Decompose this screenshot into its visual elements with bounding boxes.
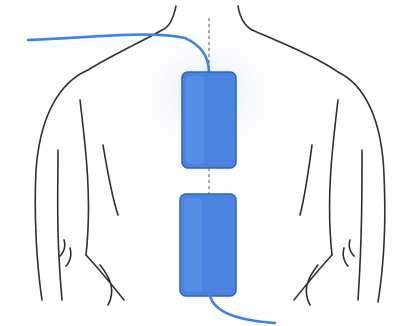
upper-electrode-pad [182, 72, 236, 168]
left-flank-line [86, 255, 124, 300]
right-flank-line [294, 255, 332, 300]
left-scapula-line [103, 145, 118, 215]
right-lower-back-line [306, 265, 318, 305]
right-armpit-line [330, 100, 338, 255]
left-armpit-line [80, 100, 88, 255]
right-elbow-mark [343, 240, 354, 266]
right-scapula-line [300, 145, 312, 215]
left-elbow-mark [60, 240, 71, 266]
lower-electrode-pad [180, 194, 236, 296]
neck-right-line [238, 6, 252, 30]
lower-electrode-lead-wire [210, 296, 275, 323]
left-inner-arm-line [58, 150, 62, 300]
left-lower-back-line [100, 265, 112, 305]
right-inner-arm-line [358, 150, 362, 300]
neck-left-line [162, 6, 176, 30]
